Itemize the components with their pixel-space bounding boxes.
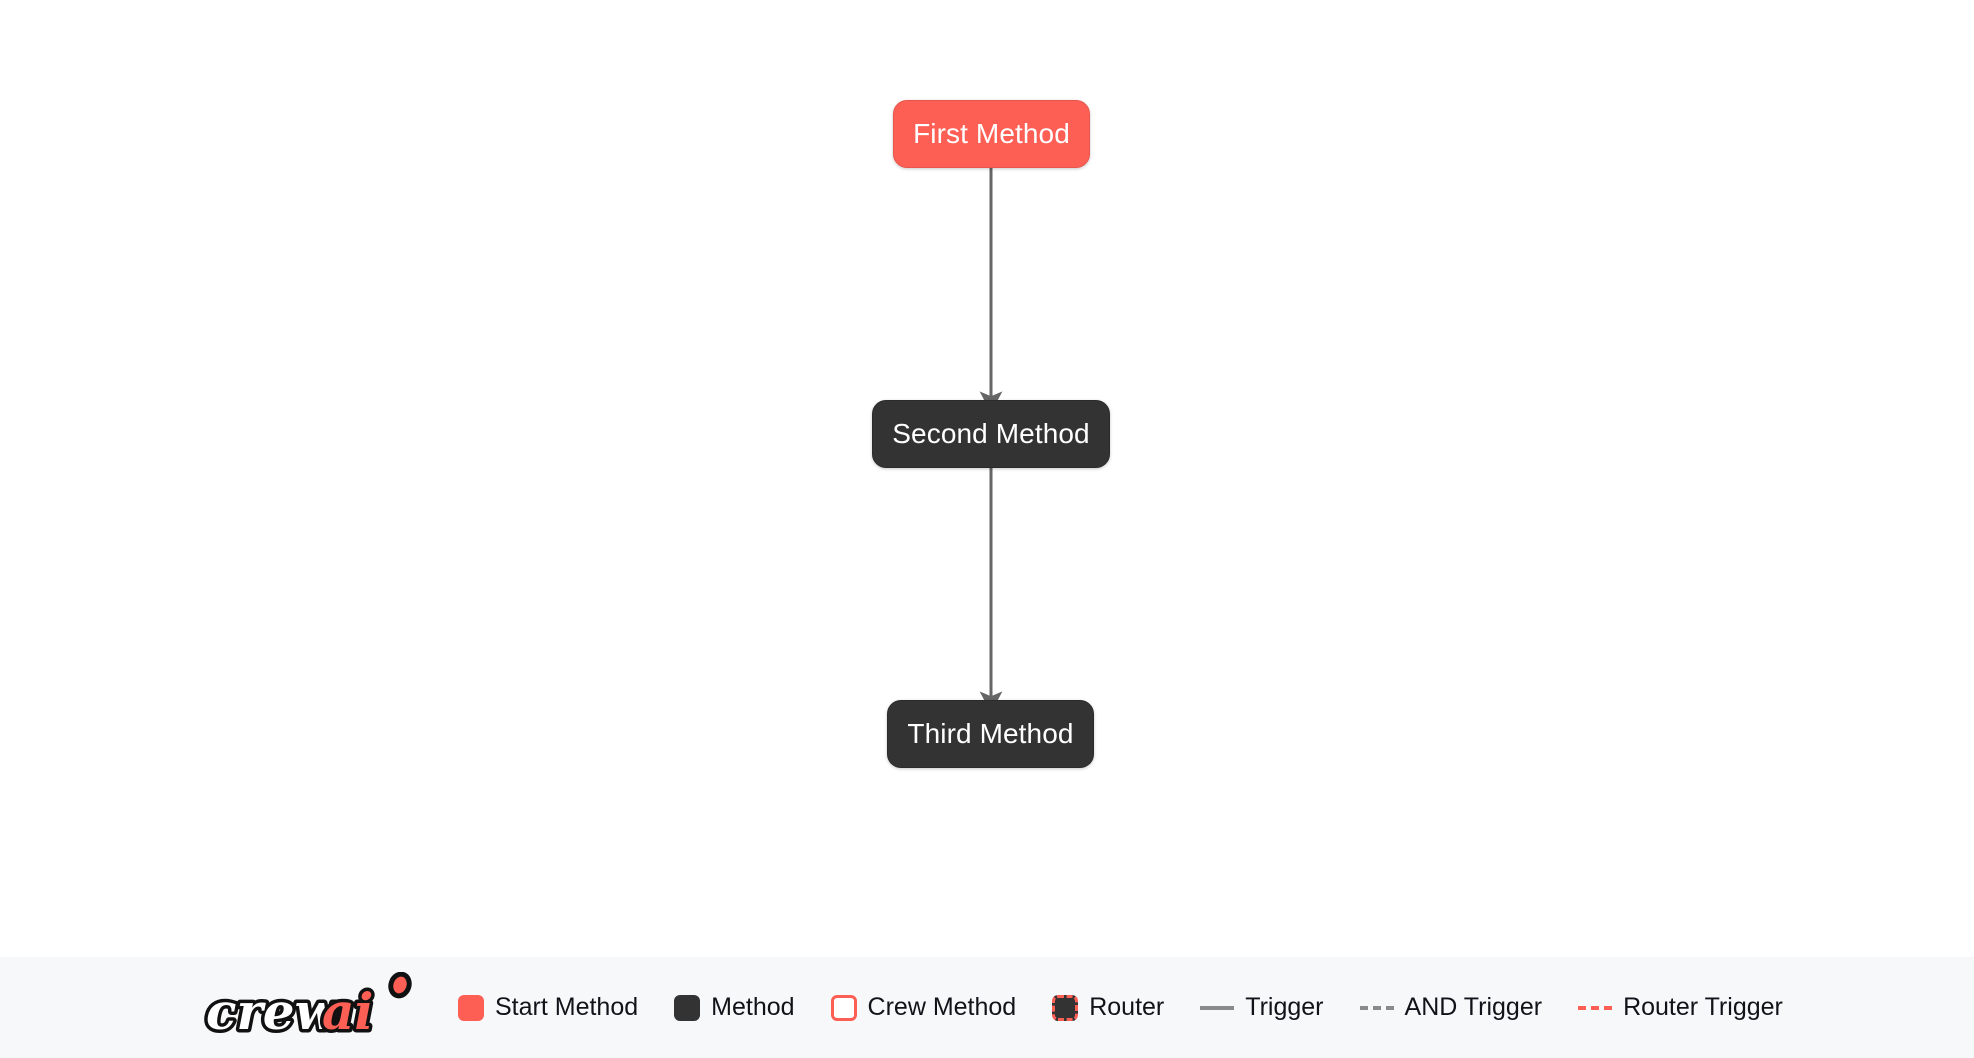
legend-label: Crew Method — [867, 993, 1017, 1021]
crewai-logo: crew ai — [203, 971, 412, 1044]
svg-text:ai: ai — [322, 982, 373, 1041]
start-method-swatch-icon — [458, 994, 484, 1021]
node-label: First Method — [913, 118, 1070, 149]
node-label: Second Method — [892, 418, 1090, 449]
legend-item-router-trigger: Router Trigger — [1578, 995, 1783, 1020]
legend-label: Router Trigger — [1623, 993, 1783, 1021]
method-swatch-icon — [674, 994, 701, 1021]
svg-text:crew: crew — [206, 982, 340, 1041]
legend-label: Router — [1089, 993, 1165, 1021]
router-trigger-line-icon — [1578, 1005, 1613, 1010]
edge-layer — [979, 168, 1003, 713]
node-first-method[interactable]: First Method — [893, 100, 1090, 168]
legend-item-trigger: Trigger — [1200, 993, 1324, 1021]
legend-label: AND Trigger — [1404, 993, 1543, 1021]
legend-item-method: Method — [674, 993, 795, 1021]
legend-item-and-trigger: AND Trigger — [1359, 993, 1543, 1021]
legend-bar: crew ai Start Method Method Crew Method … — [0, 957, 1974, 1058]
legend-item-crew-method: Crew Method — [830, 993, 1017, 1021]
legend-item-start-method: Start Method — [458, 993, 639, 1021]
crew-method-swatch-icon — [830, 994, 857, 1021]
flow-canvas[interactable]: First Method Second Method Third Method — [0, 0, 1974, 957]
and-trigger-line-icon — [1359, 1005, 1394, 1010]
node-third-method[interactable]: Third Method — [887, 700, 1094, 768]
node-label: Third Method — [907, 718, 1074, 749]
node-second-method[interactable]: Second Method — [872, 400, 1110, 468]
trigger-line-icon — [1200, 1005, 1235, 1010]
legend-label: Trigger — [1245, 993, 1324, 1021]
legend-label: Method — [711, 993, 795, 1021]
legend-items: Start Method Method Crew Method Router T… — [458, 993, 1783, 1021]
legend-label: Start Method — [495, 993, 639, 1021]
router-swatch-icon — [1052, 994, 1079, 1021]
legend-item-router: Router — [1052, 993, 1165, 1021]
